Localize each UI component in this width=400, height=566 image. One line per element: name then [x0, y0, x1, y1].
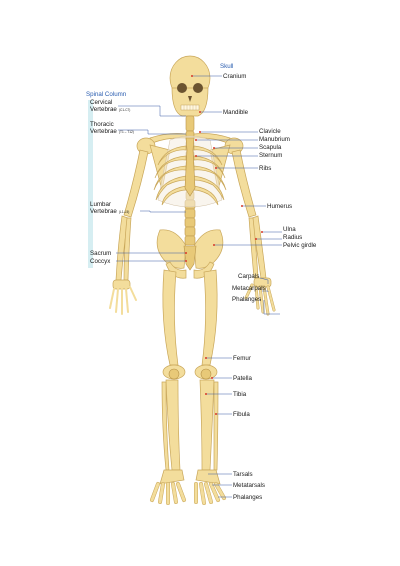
label-sacrum: Sacrum [90, 250, 111, 257]
label-mandible: Mandible [223, 109, 249, 116]
spinal-column-bracket [88, 100, 93, 268]
label-radius: Radius [283, 234, 302, 241]
label-manubrium: Manubrium [259, 136, 290, 143]
label-sternum: Sternum [259, 152, 282, 159]
label-tibia: Tibia [233, 391, 247, 398]
label-carpals: Carpals [238, 273, 259, 280]
left-leg [150, 269, 186, 505]
label-thoracic-line2: Vertebrae [90, 128, 117, 135]
left-arm [109, 149, 149, 315]
label-tarsals: Tarsals [233, 471, 253, 478]
label-phalanges-foot: Phalanges [233, 494, 262, 501]
skeleton-bones [109, 55, 276, 505]
skull-bone [169, 55, 211, 117]
label-metacarpals: Metacarpals [232, 285, 266, 292]
right-leg [194, 269, 226, 505]
label-fibula: Fibula [233, 411, 250, 418]
label-patella: Patella [233, 375, 252, 382]
label-clavicle: Clavicle [259, 128, 281, 135]
label-metatarsals: Metatarsals [233, 482, 265, 489]
label-femur: Femur [233, 355, 251, 362]
label-ribs: Ribs [259, 165, 271, 172]
label-humerus: Humerus [267, 203, 292, 210]
label-cervical-line2: Vertebrae [90, 106, 117, 113]
label-scapula: Scapula [259, 144, 282, 151]
label-pelvic-girdle: Pelvic girdle [283, 242, 317, 249]
right-arm [231, 149, 276, 316]
label-cervical-line1: Cervical [90, 99, 112, 106]
skull-group-label: Skull [220, 63, 233, 70]
pelvic-girdle-bone [156, 229, 224, 279]
label-lumbar-range: (L1-L5) [119, 210, 129, 214]
label-cervical-range: (C1-C7) [119, 108, 130, 112]
label-coccyx: Coccyx [90, 258, 111, 265]
rib-cage [153, 135, 227, 208]
label-lumbar-line2: Vertebrae [90, 208, 117, 215]
label-lumbar-line1: Lumbar [90, 201, 111, 208]
label-cranium: Cranium [223, 73, 246, 80]
label-ulna: Ulna [283, 226, 296, 233]
spinal-column-group-label: Spinal Column [86, 91, 127, 98]
label-phalanges-hand: Phalanges [232, 296, 261, 303]
label-thoracic-line1: Thoracic [90, 121, 114, 128]
label-markers [185, 75, 263, 415]
label-thoracic-range: (T1 – T12) [119, 130, 134, 134]
leader-lines [116, 75, 282, 498]
